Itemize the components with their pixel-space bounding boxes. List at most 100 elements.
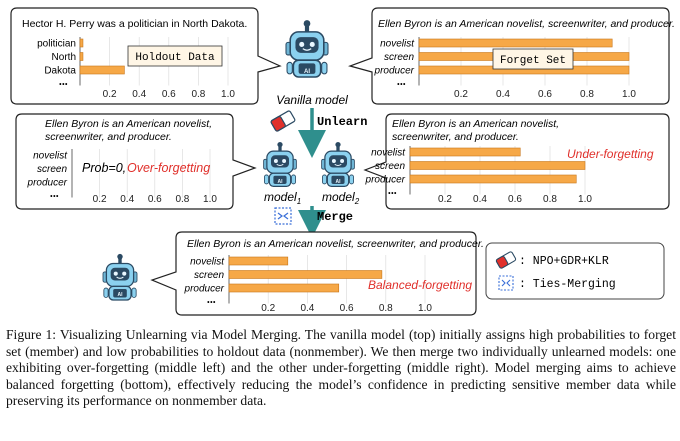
holdout-tick-label: 0.2 — [103, 89, 117, 100]
over-ellipsis: ••• — [50, 194, 59, 201]
holdout-bar — [79, 38, 84, 48]
balanced-tick-label: 1.0 — [418, 303, 432, 314]
forget-tick-label: 0.2 — [454, 89, 468, 100]
forget-ellipsis: ••• — [397, 82, 406, 89]
over-tick-label: 0.8 — [175, 194, 189, 205]
legend-merge-icon — [498, 275, 514, 291]
holdout-category-label: North — [52, 52, 76, 63]
merge-icon — [274, 207, 292, 225]
legend-box — [485, 242, 665, 300]
over-tick-label: 0.4 — [120, 194, 134, 205]
under-tick-label: 0.6 — [508, 194, 522, 205]
balanced-bar — [228, 270, 383, 279]
holdout-tick-label: 0.6 — [162, 89, 176, 100]
forget-tick-label: 1.0 — [622, 89, 636, 100]
forget-tag-box — [492, 48, 574, 70]
forget-category-label: producer — [374, 66, 415, 77]
legend-item-merge: : Ties-Merging — [519, 278, 616, 291]
over-forgetting-label: Over-forgetting — [127, 161, 210, 175]
holdout-bar — [79, 65, 125, 75]
balanced-tick-label: 0.8 — [379, 303, 393, 314]
vanilla-robot-ai-text: AI — [304, 69, 310, 75]
under-forgetting-panel: Ellen Byron is an American novelist, scr… — [363, 113, 670, 210]
forget-category-label: novelist — [380, 39, 415, 50]
eraser-icon — [270, 110, 296, 132]
under-category-label: novelist — [371, 148, 406, 159]
balanced-panel: Ellen Byron is an American novelist, scr… — [150, 231, 484, 316]
under-category-label: producer — [365, 175, 406, 186]
legend-item-unlearn: : NPO+GDR+KLR — [519, 255, 609, 268]
forget-category-label: screen — [384, 52, 414, 63]
balanced-bar — [228, 256, 289, 266]
merged-robot-ai-text: AI — [118, 292, 124, 298]
model1-label: model1 — [264, 190, 301, 206]
legend-eraser-icon — [495, 251, 517, 269]
model1-robot-ai-text: AI — [278, 179, 284, 185]
legend: : NPO+GDR+KLR : Ties-Merging — [485, 242, 665, 300]
figure-caption: Figure 1: Visualizing Unlearning via Mod… — [6, 327, 676, 410]
model2-robot-ai-text: AI — [336, 179, 342, 185]
forget-sentence: Ellen Byron is an American novelist, scr… — [378, 18, 675, 30]
over-tick-label: 0.6 — [148, 194, 162, 205]
balanced-category-label: screen — [194, 270, 224, 281]
over-category-label: producer — [27, 178, 68, 189]
under-category-label: screen — [375, 161, 405, 172]
balanced-tick-label: 0.6 — [340, 303, 354, 314]
holdout-ellipsis: ••• — [59, 82, 68, 89]
merge-label: Merge — [317, 210, 353, 224]
balanced-ellipsis: ••• — [207, 300, 216, 307]
holdout-category-label: Dakota — [44, 66, 76, 77]
under-tick-label: 0.8 — [543, 194, 557, 205]
unlearn-label: Unlearn — [317, 115, 367, 129]
caption-body: The vanilla model (top) initially assign… — [6, 327, 676, 409]
caption-lead: Figure 1: Visualizing Unlearning via Mod… — [6, 327, 302, 342]
under-bar — [409, 147, 521, 157]
balanced-category-label: novelist — [190, 257, 225, 268]
under-sentence-line2: screenwriter, and producer. — [392, 131, 519, 143]
balanced-bar — [228, 283, 340, 293]
under-sentence-line1: Ellen Byron is an American novelist, — [392, 118, 559, 130]
over-category-label: screen — [37, 164, 67, 175]
holdout-tick-label: 0.4 — [132, 89, 146, 100]
forget-panel: Ellen Byron is an American novelist, scr… — [348, 7, 675, 105]
under-tick-label: 0.4 — [473, 194, 487, 205]
over-tick-label: 0.2 — [93, 194, 107, 205]
figure-stage: Hector H. Perry was a politician in Nort… — [10, 7, 675, 316]
holdout-bar — [79, 52, 84, 61]
vanilla-model-label: Vanilla model — [276, 93, 348, 107]
figure-diagram: Hector H. Perry was a politician in Nort… — [10, 7, 675, 316]
over-tick-label: 1.0 — [203, 194, 217, 205]
over-forgetting-panel: Ellen Byron is an American novelist, scr… — [15, 113, 257, 210]
forget-tick-label: 0.4 — [496, 89, 510, 100]
holdout-tag-box — [127, 45, 223, 67]
over-prob-text: Prob=0, — [82, 161, 126, 175]
under-tick-label: 1.0 — [578, 194, 592, 205]
model2-label: model2 — [322, 190, 360, 206]
holdout-tick-label: 1.0 — [221, 89, 235, 100]
balanced-category-label: producer — [184, 284, 225, 295]
balanced-chart: 0.2 0.4 0.6 0.8 1.0 novelist screen producer ••• — [184, 255, 432, 314]
over-chart: 0.2 0.4 0.6 0.8 1.0 novelist screen producer ••• — [27, 149, 217, 205]
under-bar — [409, 174, 577, 184]
balanced-tick-label: 0.2 — [261, 303, 275, 314]
under-ellipsis: ••• — [388, 191, 397, 198]
over-sentence-line2: screenwriter, and producer. — [45, 131, 172, 143]
under-chart: 0.2 0.4 0.6 0.8 1.0 novelist screen producer ••• — [365, 146, 592, 205]
over-category-label: novelist — [33, 151, 68, 162]
balanced-tick-label: 0.4 — [300, 303, 314, 314]
holdout-panel: Hector H. Perry was a politician in Nort… — [10, 7, 282, 105]
over-sentence-line1: Ellen Byron is an American novelist, — [45, 118, 212, 130]
forget-tick-label: 0.8 — [580, 89, 594, 100]
forget-tick-label: 0.6 — [538, 89, 552, 100]
holdout-tag: Holdout Data — [135, 52, 215, 64]
under-forgetting-label: Under-forgetting — [567, 147, 654, 161]
balanced-sentence: Ellen Byron is an American novelist, scr… — [187, 238, 484, 250]
holdout-sentence: Hector H. Perry was a politician in Nort… — [22, 18, 247, 30]
forget-tag: Forget Set — [500, 55, 566, 67]
holdout-tick-label: 0.8 — [191, 89, 205, 100]
under-tick-label: 0.2 — [438, 194, 452, 205]
balanced-forgetting-label: Balanced-forgetting — [368, 278, 472, 292]
holdout-category-label: politician — [37, 39, 76, 50]
forget-bar — [418, 38, 613, 48]
